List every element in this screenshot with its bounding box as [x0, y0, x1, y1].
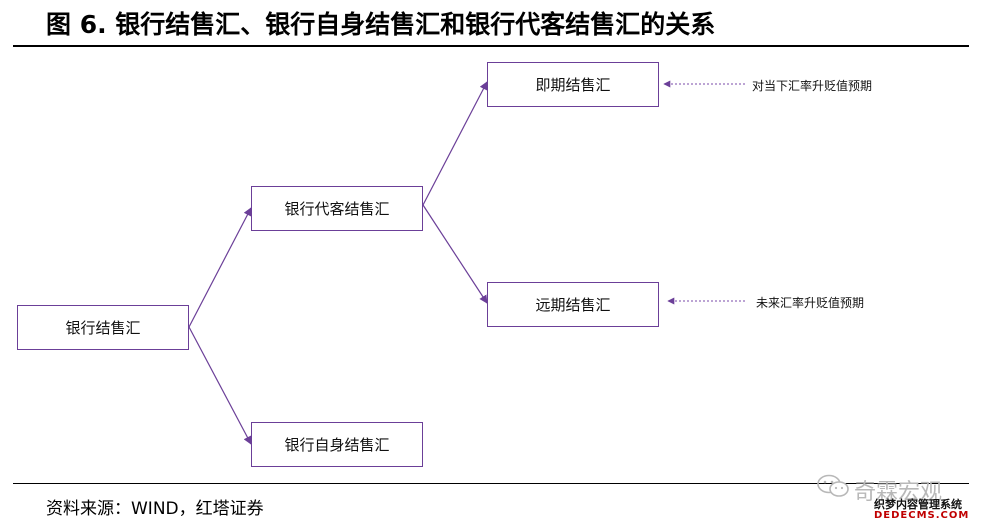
source-rule: [13, 483, 969, 484]
node-own-fx-settlement: 银行自身结售汇: [251, 422, 423, 467]
node-agency-fx-settlement: 银行代客结售汇: [251, 186, 423, 231]
watermark-line1: 织梦内容管理系统: [874, 498, 962, 511]
note-forward-expectation: 未来汇率升贬值预期: [756, 296, 865, 310]
figure-title: 图 6. 银行结售汇、银行自身结售汇和银行代客结售汇的关系: [46, 10, 716, 39]
watermark-name: 奇霖宏观: [854, 480, 943, 505]
node-bank-fx-settlement: 银行结售汇: [17, 305, 189, 350]
wechat-icon: [817, 474, 849, 497]
watermark-line2: DEDECMS.COM: [874, 510, 970, 521]
note-spot-expectation: 对当下汇率升贬值预期: [752, 79, 873, 93]
link-agency-spot: [422, 81, 488, 206]
source-note: 资料来源：WIND，红塔证券: [46, 499, 264, 519]
link-agency-forward: [422, 204, 488, 304]
watermark: 奇霖宏观 织梦内容管理系统 DEDECMS.COM: [810, 470, 980, 526]
link-root-own: [188, 326, 252, 445]
node-forward-fx-settlement: 远期结售汇: [487, 282, 659, 327]
link-root-agency: [188, 207, 252, 328]
node-spot-fx-settlement: 即期结售汇: [487, 62, 659, 107]
title-rule: [13, 45, 969, 47]
